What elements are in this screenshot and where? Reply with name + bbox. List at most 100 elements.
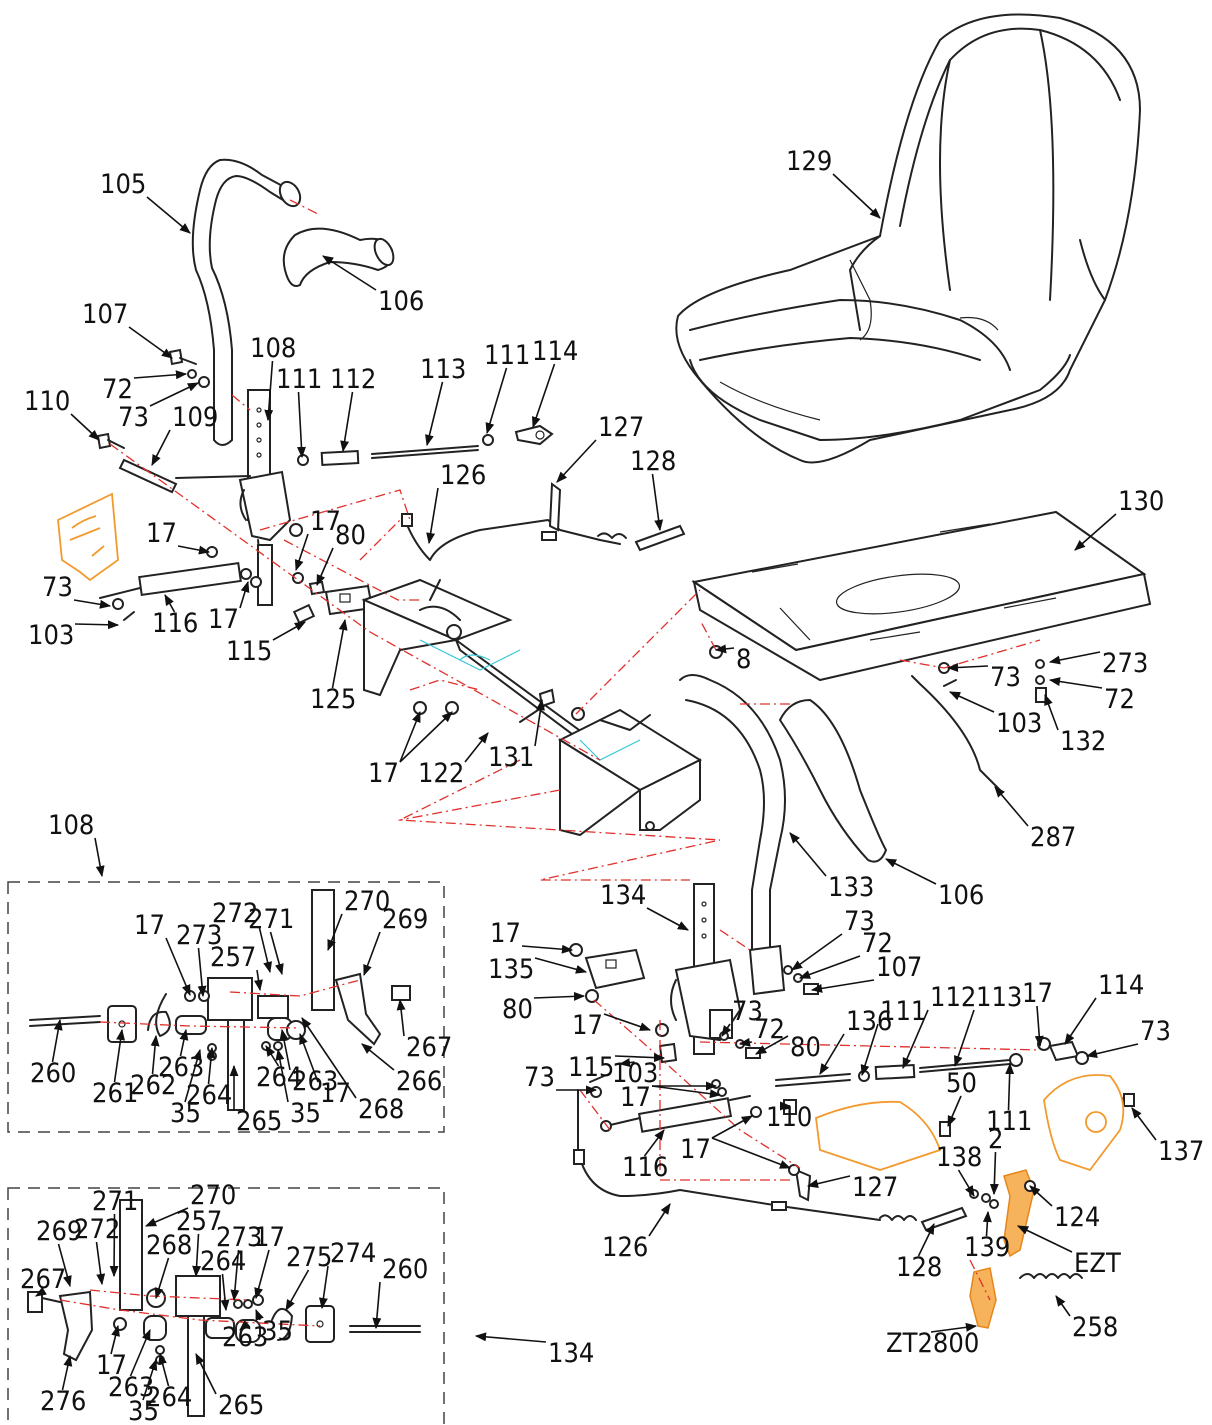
callout-label-d265b: 265 <box>218 1390 264 1421</box>
leader-arrow-122 <box>464 732 489 763</box>
leader-arrow-80c <box>755 1035 789 1055</box>
pin-128 <box>634 524 686 552</box>
leader-arrow-114b <box>1064 997 1097 1045</box>
leader-arrow-d267b <box>35 1286 47 1297</box>
leader-arrow-d268b <box>154 1257 170 1300</box>
leader-arrow-110a <box>70 413 100 441</box>
callout-label-111c: 111 <box>880 996 926 1027</box>
zt2800-arm <box>969 1267 997 1329</box>
leader-arrow-106a <box>322 255 377 291</box>
leader-arrow-d264a <box>206 1046 216 1085</box>
callout-label-127a: 127 <box>598 412 644 443</box>
callout-label-d270b: 270 <box>190 1180 236 1211</box>
bracket-125 <box>308 580 374 616</box>
leader-arrow-111d <box>1005 1062 1015 1111</box>
leader-arrow-d35d <box>142 1358 158 1401</box>
leader-arrow-126a <box>426 487 439 545</box>
leader-arrow-103b <box>948 691 995 713</box>
callout-label-72c: 72 <box>862 928 893 959</box>
callout-label-136: 136 <box>846 1006 892 1037</box>
callout-label-73g: 73 <box>524 1062 555 1093</box>
leader-arrow-50 <box>947 1095 962 1128</box>
leader-arrow-d272b <box>95 1241 106 1286</box>
callout-label-103a: 103 <box>28 620 74 651</box>
leader-arrow-72d <box>738 1037 753 1047</box>
callout-label-130: 130 <box>1118 486 1164 517</box>
leader-arrow-17c <box>239 580 250 609</box>
callout-label-137: 137 <box>1158 1136 1204 1167</box>
leader-arrow-132 <box>1044 693 1059 731</box>
leader-arrow-115a <box>272 621 306 641</box>
leader-arrow-136 <box>819 1033 845 1075</box>
leader-arrow-134a <box>646 907 689 931</box>
callout-label-126a: 126 <box>440 460 486 491</box>
callout-label-d264b: 264 <box>256 1062 302 1093</box>
leader-arrow-134h <box>474 1332 547 1343</box>
leader-arrow-d263d <box>129 1328 151 1377</box>
callout-label-258: 258 <box>1072 1312 1118 1343</box>
lever-133 <box>679 674 786 996</box>
damper-116 <box>99 546 316 625</box>
leader-arrow-112a <box>340 391 354 453</box>
leader-arrow-d276 <box>61 1354 73 1391</box>
leader-arrow-d260b <box>372 1281 382 1330</box>
callout-label-73b: 73 <box>42 572 73 603</box>
callout-label-d267b: 267 <box>20 1264 66 1295</box>
callout-label-17a: 17 <box>146 518 177 549</box>
bolt-107 <box>168 348 210 388</box>
leader-arrow-131 <box>534 698 545 747</box>
leader-arrow-d270a <box>327 913 343 952</box>
leader-arrow-d266a <box>361 1043 395 1071</box>
ghost-plate-orange <box>815 1074 1125 1172</box>
callout-label-d264a: 264 <box>186 1080 232 1111</box>
callout-label-116b: 116 <box>622 1152 668 1183</box>
callout-label-d35c: 35 <box>262 1316 293 1347</box>
callout-label-d35d: 35 <box>128 1396 159 1425</box>
callout-label-d35a: 35 <box>170 1098 201 1129</box>
leader-arrow-d260a <box>51 1018 63 1063</box>
callout-label-d274: 274 <box>330 1238 376 1269</box>
leader-arrow-d274 <box>318 1265 329 1310</box>
leader-arrow-107a <box>128 326 173 359</box>
callout-label-128b: 128 <box>896 1252 942 1283</box>
ezt-arm <box>969 1169 1036 1258</box>
leader-arrow-111a <box>296 391 306 459</box>
ghost-bracket-orange <box>57 492 119 582</box>
leader-arrow-d273b <box>230 1249 240 1302</box>
leader-arrow-108a <box>264 360 274 422</box>
grip-106b <box>778 698 888 863</box>
callout-label-d260b: 260 <box>382 1254 428 1285</box>
callout-label-287: 287 <box>1030 822 1076 853</box>
callout-label-112b: 112 <box>930 982 976 1013</box>
callout-label-73e: 73 <box>732 996 763 1027</box>
leader-arrow-130 <box>1074 513 1117 551</box>
callout-label-d268b: 268 <box>146 1230 192 1261</box>
leader-arrow-133 <box>789 832 827 877</box>
leader-arrow-126b <box>648 1203 671 1237</box>
callout-label-17g: 17 <box>1022 978 1053 1009</box>
callout-label-d276: 276 <box>40 1386 86 1417</box>
leader-arrow-273a <box>1048 651 1101 665</box>
leader-arrow-d267a <box>396 998 406 1037</box>
leader-arrow-109a <box>151 429 171 466</box>
callout-label-109a: 109 <box>172 402 218 433</box>
leader-arrow-127b <box>806 1175 851 1189</box>
callout-label-73a: 73 <box>118 402 149 433</box>
leader-arrow-d269a <box>363 931 381 977</box>
callout-label-126b: 126 <box>602 1232 648 1263</box>
callout-label-110a: 110 <box>24 386 70 417</box>
callout-label-d273a: 273 <box>176 920 222 951</box>
cable-126 <box>401 513 627 561</box>
leader-arrow-138 <box>957 1169 975 1197</box>
leader-arrow-d264b <box>265 1045 280 1067</box>
callout-label-d264c: 264 <box>200 1246 246 1277</box>
leader-arrow-287 <box>994 786 1029 827</box>
callout-label-d268a: 268 <box>358 1094 404 1125</box>
callout-label-114a: 114 <box>532 336 578 367</box>
callout-label-d272b: 272 <box>74 1214 120 1245</box>
callout-label-d265a: 265 <box>236 1106 282 1137</box>
callout-label-73c: 73 <box>990 662 1021 693</box>
leader-arrow-105 <box>146 196 191 234</box>
callout-label-114b: 114 <box>1098 970 1144 1001</box>
